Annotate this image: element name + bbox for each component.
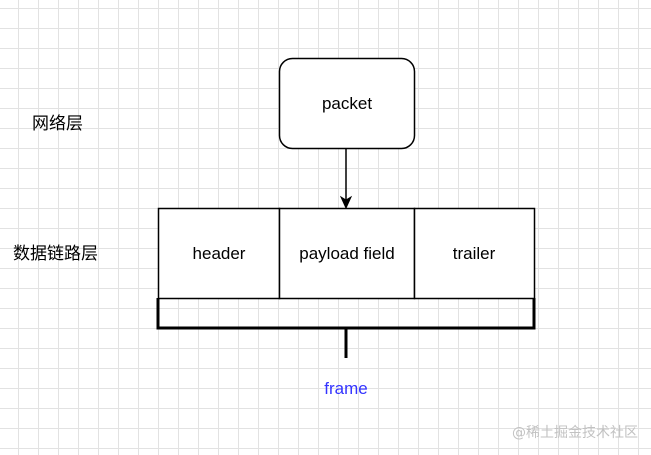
- packet-label: packet: [321, 94, 373, 113]
- header-label: header: [192, 244, 246, 263]
- data-link-layer-label: 数据链路层: [13, 244, 98, 263]
- trailer-label: trailer: [452, 244, 496, 263]
- network-layer-label: 网络层: [32, 114, 83, 133]
- frame-label: frame: [324, 379, 368, 398]
- watermark: @稀土掘金技术社区: [512, 425, 638, 441]
- trailer-cell: [413, 207, 536, 300]
- encapsulation-arrowhead-icon: [339, 195, 353, 210]
- frame-bracket: [156, 298, 536, 330]
- header-cell: [157, 207, 281, 300]
- payload-field-label: payload field: [299, 244, 395, 263]
- packet-box: [278, 57, 416, 150]
